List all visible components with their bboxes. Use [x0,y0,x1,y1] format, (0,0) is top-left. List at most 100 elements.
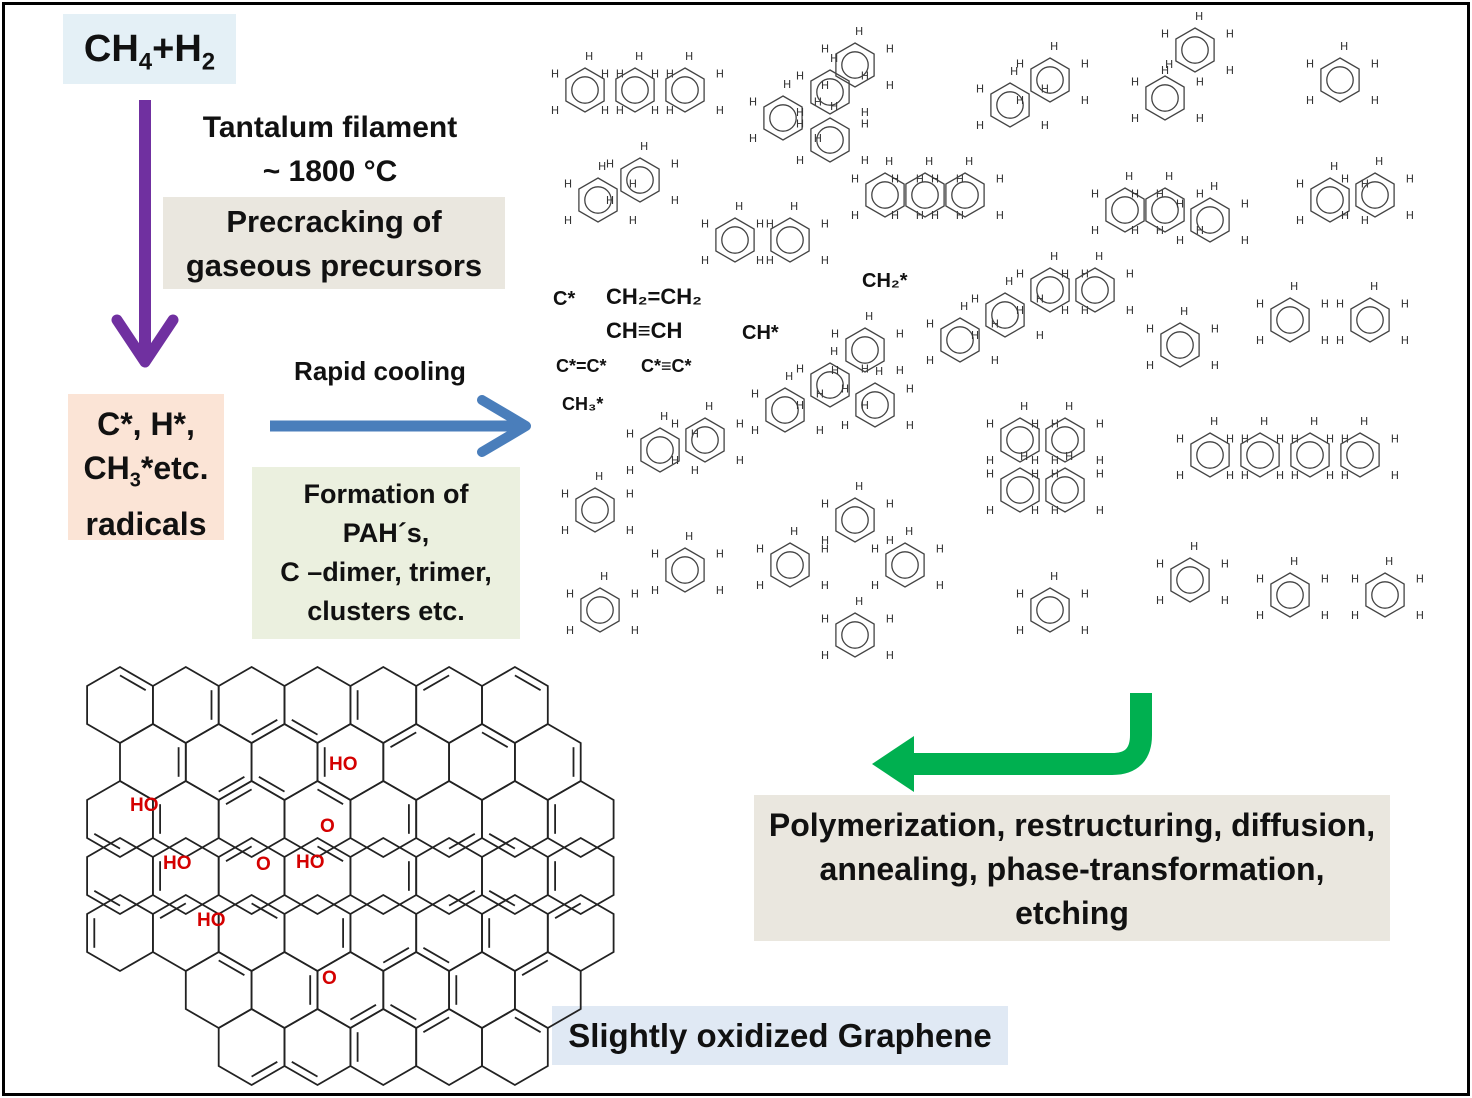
graphene-double-bond [225,788,253,805]
hydrogen-label: H [766,254,774,267]
hydrogen-label: H [651,584,659,597]
hydrogen-label: H [861,118,869,131]
fragment-acetylene: CH≡CH [606,318,683,343]
formation-line-4: clusters etc. [307,596,465,626]
aromatic-ring [770,542,810,588]
graphene-double-bond [349,1004,377,1021]
graphene-double-bond [251,1061,278,1078]
hydrogen-label: H [1221,558,1229,571]
processes-box: Polymerization, restructuring, diffusion… [754,795,1390,941]
hydrogen-label: H [660,410,668,423]
aromatic-ring [1145,187,1185,233]
hydrogen-label: H [1370,280,1378,293]
hydrogen-label: H [1131,76,1139,89]
hydrogen-label: H [1156,558,1164,571]
aromatic-ring [1190,432,1230,478]
hydrogen-label: H [1211,359,1219,372]
graphene-hexagon [283,893,352,973]
aromatic-circle [911,181,939,209]
hydrogen-label: H [1406,173,1414,186]
hydrogen-label: H [564,214,572,227]
hydrogen-label: H [595,470,603,483]
epoxy-oxygen-label: O [320,816,335,837]
hydrogen-label: H [1306,58,1314,71]
hydrogen-label: H [1061,304,1069,317]
hydrogen-label: H [1326,433,1334,446]
graphene-double-bond [218,776,245,793]
hydrogen-label: H [1031,418,1039,431]
fragment-c2-double: C*=C* [556,356,607,376]
hydrogen-label: H [906,383,914,396]
hydrogen-label: H [1276,433,1284,446]
graphene-lattice [86,665,615,1087]
hydrogen-label: H [749,96,757,109]
hydrogen-label: H [986,468,994,481]
hydrogen-label: H [1340,40,1348,53]
hydrogen-label: H [783,78,791,91]
processes-line-2: annealing, phase-transformation, [819,851,1325,887]
aromatic-circle [721,226,749,254]
hydrogen-label: H [1336,298,1344,311]
hydrogen-label: H [1126,304,1134,317]
epoxy-oxygen-label: O [322,968,337,989]
hydrogen-label: H [956,209,964,222]
graphene-hexagon [86,893,154,973]
hydrogen-label: H [1326,469,1334,482]
aromatic-ring [1045,467,1085,513]
precursor-plus-h: +H [152,28,202,70]
hydrogen-label: H [821,498,829,511]
aromatic-ring [845,327,885,373]
hydrogen-label: H [1321,573,1329,586]
aromatic-circle [621,76,649,104]
graphene-hexagon [217,1007,286,1087]
graphene-hexagon [217,779,286,859]
fragment-c-radical: C* [553,288,576,310]
graphene-hexagon [448,950,516,1030]
hydroxyl-label: HO [130,795,159,816]
hydrogen-label: H [886,613,894,626]
hydrogen-label: H [871,579,879,592]
aromatic-circle [1371,581,1399,609]
aromatic-ring [615,67,655,113]
graphene-hexagon [448,722,516,802]
aromatic-ring [810,69,850,115]
hydrogen-label: H [736,454,744,467]
aromatic-circle [1006,476,1034,504]
hydrogen-label: H [1081,588,1089,601]
hydrogen-label: H [1276,469,1284,482]
graphene-hexagon [217,665,286,745]
hydrogen-label: H [886,649,894,662]
hydrogen-label: H [1190,540,1198,553]
hydrogen-label: H [635,50,643,63]
aromatic-ring [665,67,705,113]
hydrogen-label: H [896,364,904,377]
aromatic-ring [905,172,945,218]
hydrogen-label: H [796,118,804,131]
hydrogen-label: H [1196,224,1204,237]
aromatic-ring [1045,417,1085,463]
graphene-double-bond [225,845,253,862]
aromatic-circle [1176,566,1204,594]
graphene-double-bond [448,890,476,907]
aromatic-ring [580,587,620,633]
aromatic-ring [1365,572,1405,618]
aromatic-ring [1000,417,1040,463]
hydrogen-label: H [1310,415,1318,428]
epoxy-oxygen-label: O [256,854,271,875]
hydrogen-label: H [598,160,606,173]
hydrogen-label: H [916,209,924,222]
graphene-hexagon [349,665,418,745]
hydrogen-label: H [855,595,863,608]
hydrogen-label: H [1156,224,1164,237]
hydrogen-label: H [716,68,724,81]
hydrogen-label: H [1260,415,1268,428]
graphene-hexagon [481,893,549,973]
aromatic-circle [1151,196,1179,224]
hydrogen-label: H [716,548,724,561]
hydrogen-label: H [821,254,829,267]
graphene-hexagon [283,836,352,916]
hydrogen-label: H [1176,433,1184,446]
